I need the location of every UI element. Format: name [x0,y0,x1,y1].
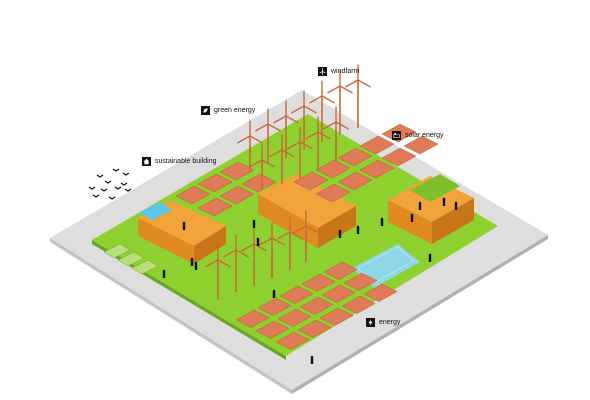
solar-panel [299,296,334,315]
birds-flock [88,168,132,200]
solar-panel [341,295,376,314]
solar-panel [359,159,395,179]
solar-panel [275,331,310,350]
person-figure [194,261,198,270]
solar-panel [359,135,395,155]
solar-panel-icon [392,131,401,140]
wind-turbine [241,228,267,286]
house-icon [142,157,151,166]
wind-turbine [255,108,281,164]
lightning-icon [366,318,375,327]
wind-turbine [205,244,231,300]
solar-panel [175,185,211,205]
bird [96,174,104,178]
solar-panel [337,147,373,167]
bird [112,168,120,172]
wind-turbine [291,90,317,150]
solar-panel [315,183,351,203]
wind-turbine [277,216,303,270]
windfarm-text: windfarm [331,68,360,75]
person-figure [356,225,360,234]
wind-turbine [259,222,285,278]
bird [92,194,100,198]
solar-energy-text: solar energy [405,132,444,139]
solar-panel [255,320,290,339]
green-roof-building [388,174,474,244]
solar-panel [301,273,336,292]
bird [88,186,96,190]
people-figures [162,197,458,364]
energy-text: energy [379,319,401,326]
solar-panel [337,171,373,191]
wind-turbine [223,234,249,292]
wind-turbines [205,64,371,300]
sustainable-building-text: sustainable building [155,158,217,165]
solar-panel [363,283,398,302]
wind-turbine [287,126,313,178]
bird [120,182,128,186]
wind-turbine-icon [318,67,327,76]
person-figure [442,197,446,206]
person-figure [272,289,276,298]
person-figure [182,221,186,230]
wind-turbine [327,70,353,134]
person-figure [454,201,458,210]
person-figure [380,217,384,226]
solar-panel [293,171,329,191]
garden-beds [103,243,159,275]
wind-turbine [323,106,349,162]
wind-turbine [249,144,275,190]
sustainable-building-label: sustainable building [142,157,217,166]
solar-panel [319,307,354,326]
bird [114,186,122,190]
bird [100,188,108,192]
wind-turbine [345,64,371,128]
energy-label: energy [366,318,400,327]
wind-turbine [305,116,331,170]
bird [108,196,116,200]
solar-panel [197,173,233,193]
bird [122,172,130,176]
person-figure [256,237,260,246]
solar-panel [241,173,277,193]
solar-panel [219,161,255,181]
central-building [258,174,356,248]
green-energy-label: green energy [201,106,255,115]
solar-panel [297,319,332,338]
solar-panel [257,297,292,316]
solar-panel-array [175,123,439,350]
solar-panel [279,285,314,304]
green-energy-text: green energy [214,107,256,114]
windfarm-label: windfarm [318,67,359,76]
solar-energy-label: solar energy [392,131,444,140]
solar-panel [315,159,351,179]
solar-panel [277,308,312,327]
wind-turbine [269,134,295,184]
person-figure [310,355,314,364]
solar-panel [403,135,439,155]
person-figure [252,219,256,228]
leaf-plug-icon [201,106,210,115]
person-figure [428,253,432,262]
person-figure [190,257,194,266]
wind-turbine [273,100,299,158]
solar-panel [219,185,255,205]
solar-panel [381,147,417,167]
solar-panel [343,272,378,291]
person-figure [418,201,422,210]
bird [124,188,132,192]
solar-panel [197,197,233,217]
solar-panel [235,309,270,328]
bird [104,180,112,184]
sustainable-building-left [138,200,226,264]
person-figure [410,213,414,222]
wind-turbine [293,210,319,262]
solar-panel [321,284,356,303]
person-figure [338,229,342,238]
solar-panel [323,261,358,280]
person-figure [162,269,166,278]
